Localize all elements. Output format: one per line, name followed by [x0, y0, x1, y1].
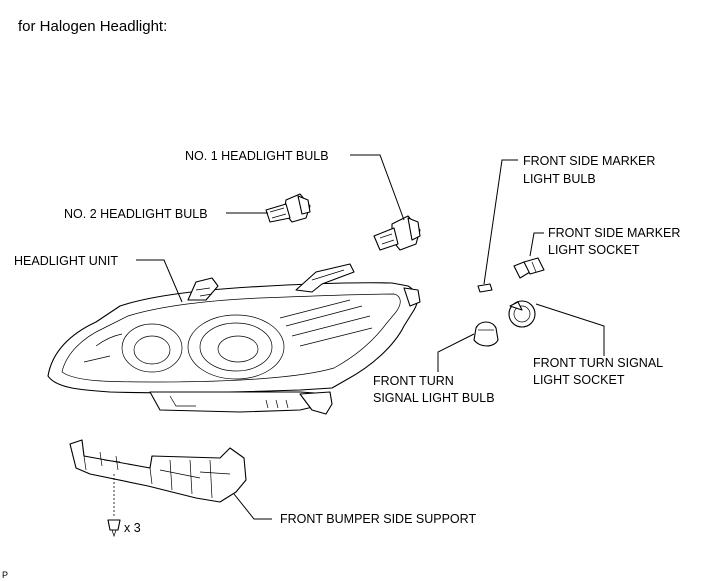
- label-no1-headlight-bulb: NO. 1 HEADLIGHT BULB: [185, 149, 329, 163]
- label-front-side-marker-socket-line1: FRONT SIDE MARKER: [548, 226, 680, 240]
- leader-lines: [136, 154, 605, 520]
- front-turn-signal-light-bulb-illustration: [473, 321, 499, 347]
- label-front-side-marker-bulb-line2: LIGHT BULB: [523, 172, 596, 186]
- front-side-marker-light-bulb-illustration: [477, 283, 493, 293]
- label-headlight-unit: HEADLIGHT UNIT: [14, 254, 118, 268]
- no1-headlight-bulb-illustration: [373, 215, 421, 251]
- corner-mark: P: [2, 570, 8, 580]
- label-front-side-marker-bulb-line1: FRONT SIDE MARKER: [523, 154, 655, 168]
- no2-headlight-bulb-illustration: [265, 193, 311, 223]
- diagram-title: for Halogen Headlight:: [18, 18, 167, 35]
- label-no2-headlight-bulb: NO. 2 HEADLIGHT BULB: [64, 207, 208, 221]
- label-front-turn-signal-socket-line2: LIGHT SOCKET: [533, 373, 625, 387]
- label-front-side-marker-socket-line2: LIGHT SOCKET: [548, 243, 640, 257]
- headlight-unit-illustration: [47, 263, 421, 415]
- label-screw-quantity: x 3: [124, 521, 141, 535]
- label-front-turn-signal-bulb-line1: FRONT TURN: [373, 374, 454, 388]
- label-front-bumper-side-support: FRONT BUMPER SIDE SUPPORT: [280, 512, 476, 526]
- front-bumper-side-support-illustration: [69, 439, 247, 538]
- front-turn-signal-light-socket-illustration: [508, 300, 536, 328]
- front-side-marker-light-socket-illustration: [513, 257, 545, 279]
- label-front-turn-signal-socket-line1: FRONT TURN SIGNAL: [533, 356, 663, 370]
- screw-icon: [107, 519, 121, 531]
- label-front-turn-signal-bulb-line2: SIGNAL LIGHT BULB: [373, 391, 495, 405]
